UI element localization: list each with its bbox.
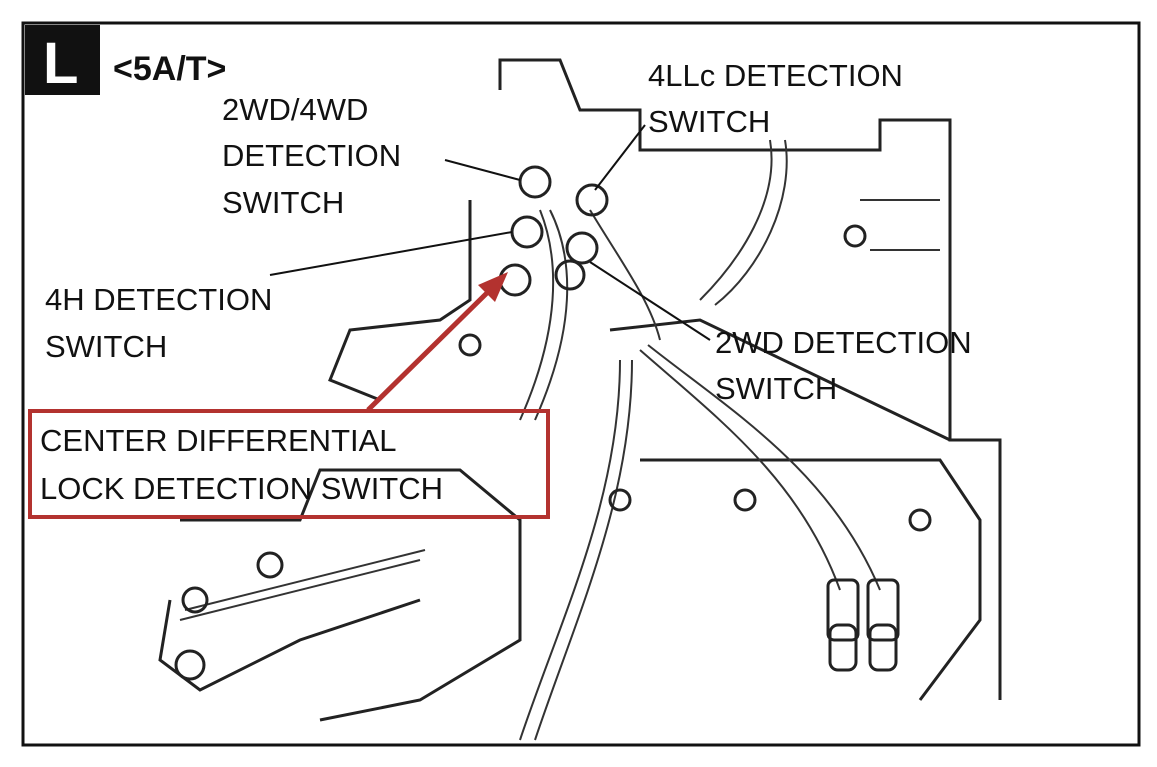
leader-lines: [269, 124, 711, 341]
label-center-diff-line2: LOCK DETECTION SWITCH: [40, 471, 443, 506]
transmission-drawing: [158, 58, 1002, 741]
label-4h-line2: SWITCH: [45, 329, 167, 364]
label-4h-line1: 4H DETECTION: [45, 282, 272, 317]
label-2wd-line2: SWITCH: [715, 371, 837, 406]
switch-bolts: [498, 165, 609, 297]
panel-letter-box: [25, 25, 100, 95]
label-4llc-line1: 4LLc DETECTION: [648, 58, 903, 93]
panel-letter: L: [43, 31, 78, 96]
frame: [21, 21, 1141, 747]
center-diff-arrow: [366, 272, 508, 412]
label-2wd-4wd-line1: 2WD/4WD: [222, 92, 368, 127]
label-4llc-line2: SWITCH: [648, 104, 770, 139]
center-diff-highlight-box: [28, 409, 550, 519]
label-center-diff-line1: CENTER DIFFERENTIAL: [40, 423, 397, 458]
label-2wd-4wd-line2: DETECTION: [222, 138, 401, 173]
label-2wd-4wd-line3: SWITCH: [222, 185, 344, 220]
label-2wd-line1: 2WD DETECTION: [715, 325, 972, 360]
panel-subtitle: <5A/T>: [113, 50, 226, 88]
